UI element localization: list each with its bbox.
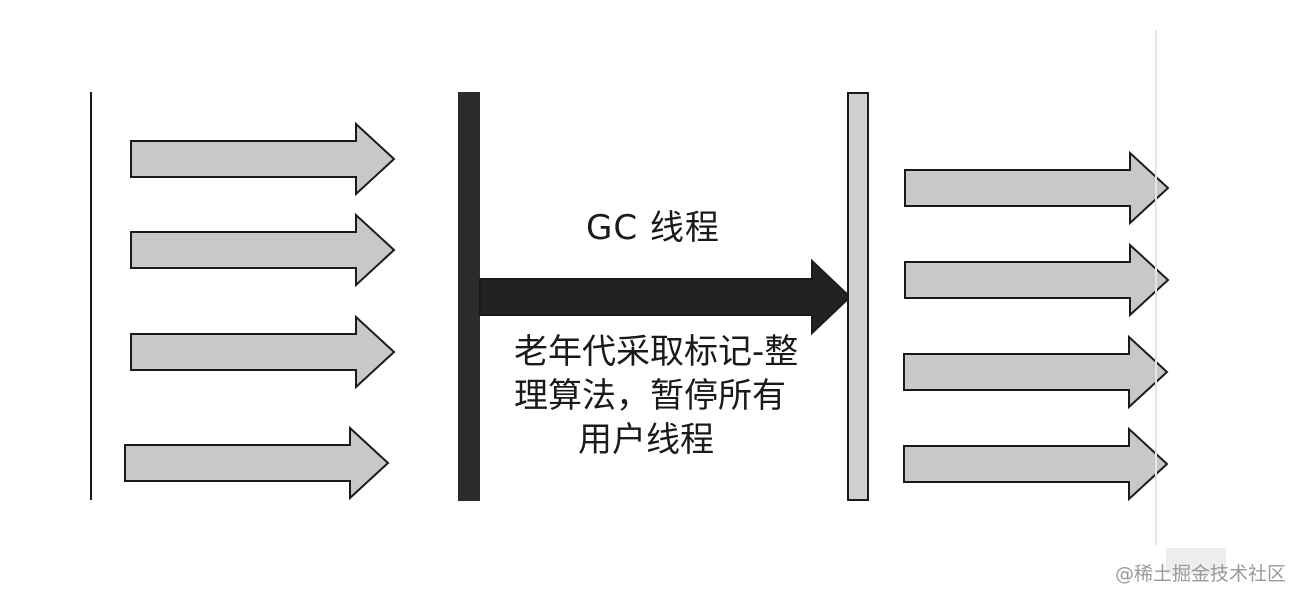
user-thread-arrow	[130, 121, 396, 197]
user-thread-arrow	[130, 314, 396, 390]
watermark: @稀土掘金技术社区	[1114, 563, 1286, 585]
pause-end-bar	[847, 92, 869, 501]
user-thread-arrow	[124, 425, 390, 501]
blur-artifact	[1166, 548, 1226, 574]
description-line: 用户线程	[578, 420, 714, 460]
gc-thread-arrow	[479, 258, 852, 336]
pause-start-bar	[458, 92, 480, 501]
user-thread-arrow	[903, 334, 1169, 410]
gc-description: 老年代采取标记-整 理算法，暂停所有 用户线程	[514, 330, 814, 462]
user-thread-arrow	[903, 426, 1169, 502]
description-line: 理算法，暂停所有	[514, 376, 786, 416]
gc-thread-label: GC 线程	[586, 208, 720, 248]
user-thread-arrow	[904, 150, 1170, 226]
user-thread-arrow	[904, 242, 1170, 318]
description-line: 老年代采取标记-整	[514, 332, 799, 372]
user-thread-arrow	[130, 212, 396, 288]
